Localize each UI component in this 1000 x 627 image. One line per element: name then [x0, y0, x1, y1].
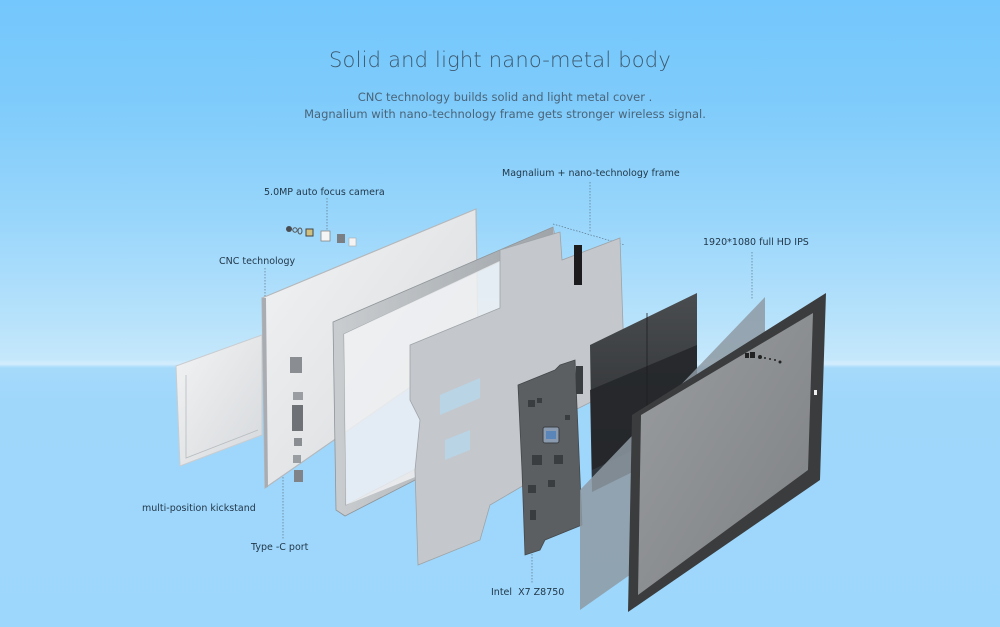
callout-display: 1920*1080 full HD IPS: [703, 237, 809, 248]
camera-module: [286, 226, 357, 247]
callout-kickstand: multi-position kickstand: [142, 503, 256, 514]
subtitle-line-1: CNC technology builds solid and light me…: [357, 90, 653, 104]
front-screen-layer: [628, 293, 826, 612]
page-title: Solid and light nano-metal body: [329, 48, 671, 72]
callout-camera: 5.0MP auto focus camera: [264, 187, 385, 198]
callout-cpu: Intel X7 Z8750: [491, 587, 565, 598]
pcb-mainboard-layer: [517, 359, 583, 556]
subtitle-line-2: Magnalium with nano-technology frame get…: [304, 107, 706, 121]
callout-port: Type -C port: [251, 542, 309, 553]
callout-cnc: CNC technology: [219, 256, 296, 267]
callout-frame: Magnalium + nano-technology frame: [502, 168, 680, 179]
kickstand-layer: [175, 334, 263, 467]
